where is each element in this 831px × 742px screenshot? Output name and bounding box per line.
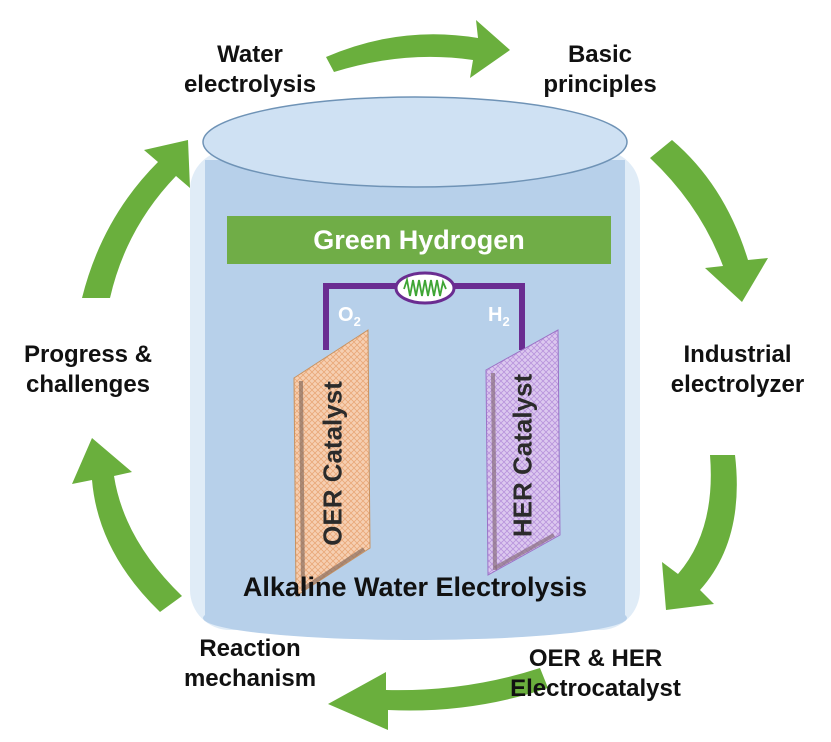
electrolyzer-tank bbox=[190, 96, 640, 640]
label-reaction-mechanism: Reaction mechanism bbox=[183, 635, 317, 692]
green-hydrogen-label: Green Hydrogen bbox=[313, 224, 525, 255]
label-water-electrolysis: Water electrolysis bbox=[183, 41, 317, 98]
hydrogen-label: H2 bbox=[488, 304, 510, 329]
arrow-top-left-icon bbox=[82, 140, 190, 298]
cycle-arrows bbox=[72, 20, 768, 730]
label-industrial-electrolyzer: Industrial electrolyzer bbox=[670, 341, 805, 398]
her-catalyst-label: HER Catalyst bbox=[507, 373, 538, 538]
oer-electrode bbox=[293, 329, 371, 597]
label-oer-her-electrocatalyst: OER & HER Electrocatalyst bbox=[510, 645, 681, 702]
her-electrode bbox=[485, 329, 561, 576]
alkaline-water-electrolysis-title: Alkaline Water Electrolysis bbox=[242, 572, 588, 602]
power-source-icon bbox=[394, 271, 456, 305]
oer-catalyst-label: OER Catalyst bbox=[317, 381, 348, 546]
arrow-bottom-left-icon bbox=[72, 438, 182, 612]
green-hydrogen-banner bbox=[227, 216, 611, 264]
label-basic-principles: Basic principles bbox=[543, 41, 657, 98]
label-progress-challenges: Progress & challenges bbox=[23, 341, 153, 398]
external-circuit bbox=[323, 283, 525, 350]
arrow-top-icon bbox=[326, 20, 510, 78]
oxygen-label: O2 bbox=[338, 304, 361, 329]
arrow-right-icon bbox=[662, 455, 737, 610]
arrow-top-right-icon bbox=[650, 140, 768, 302]
arrow-bottom-icon bbox=[328, 668, 548, 730]
